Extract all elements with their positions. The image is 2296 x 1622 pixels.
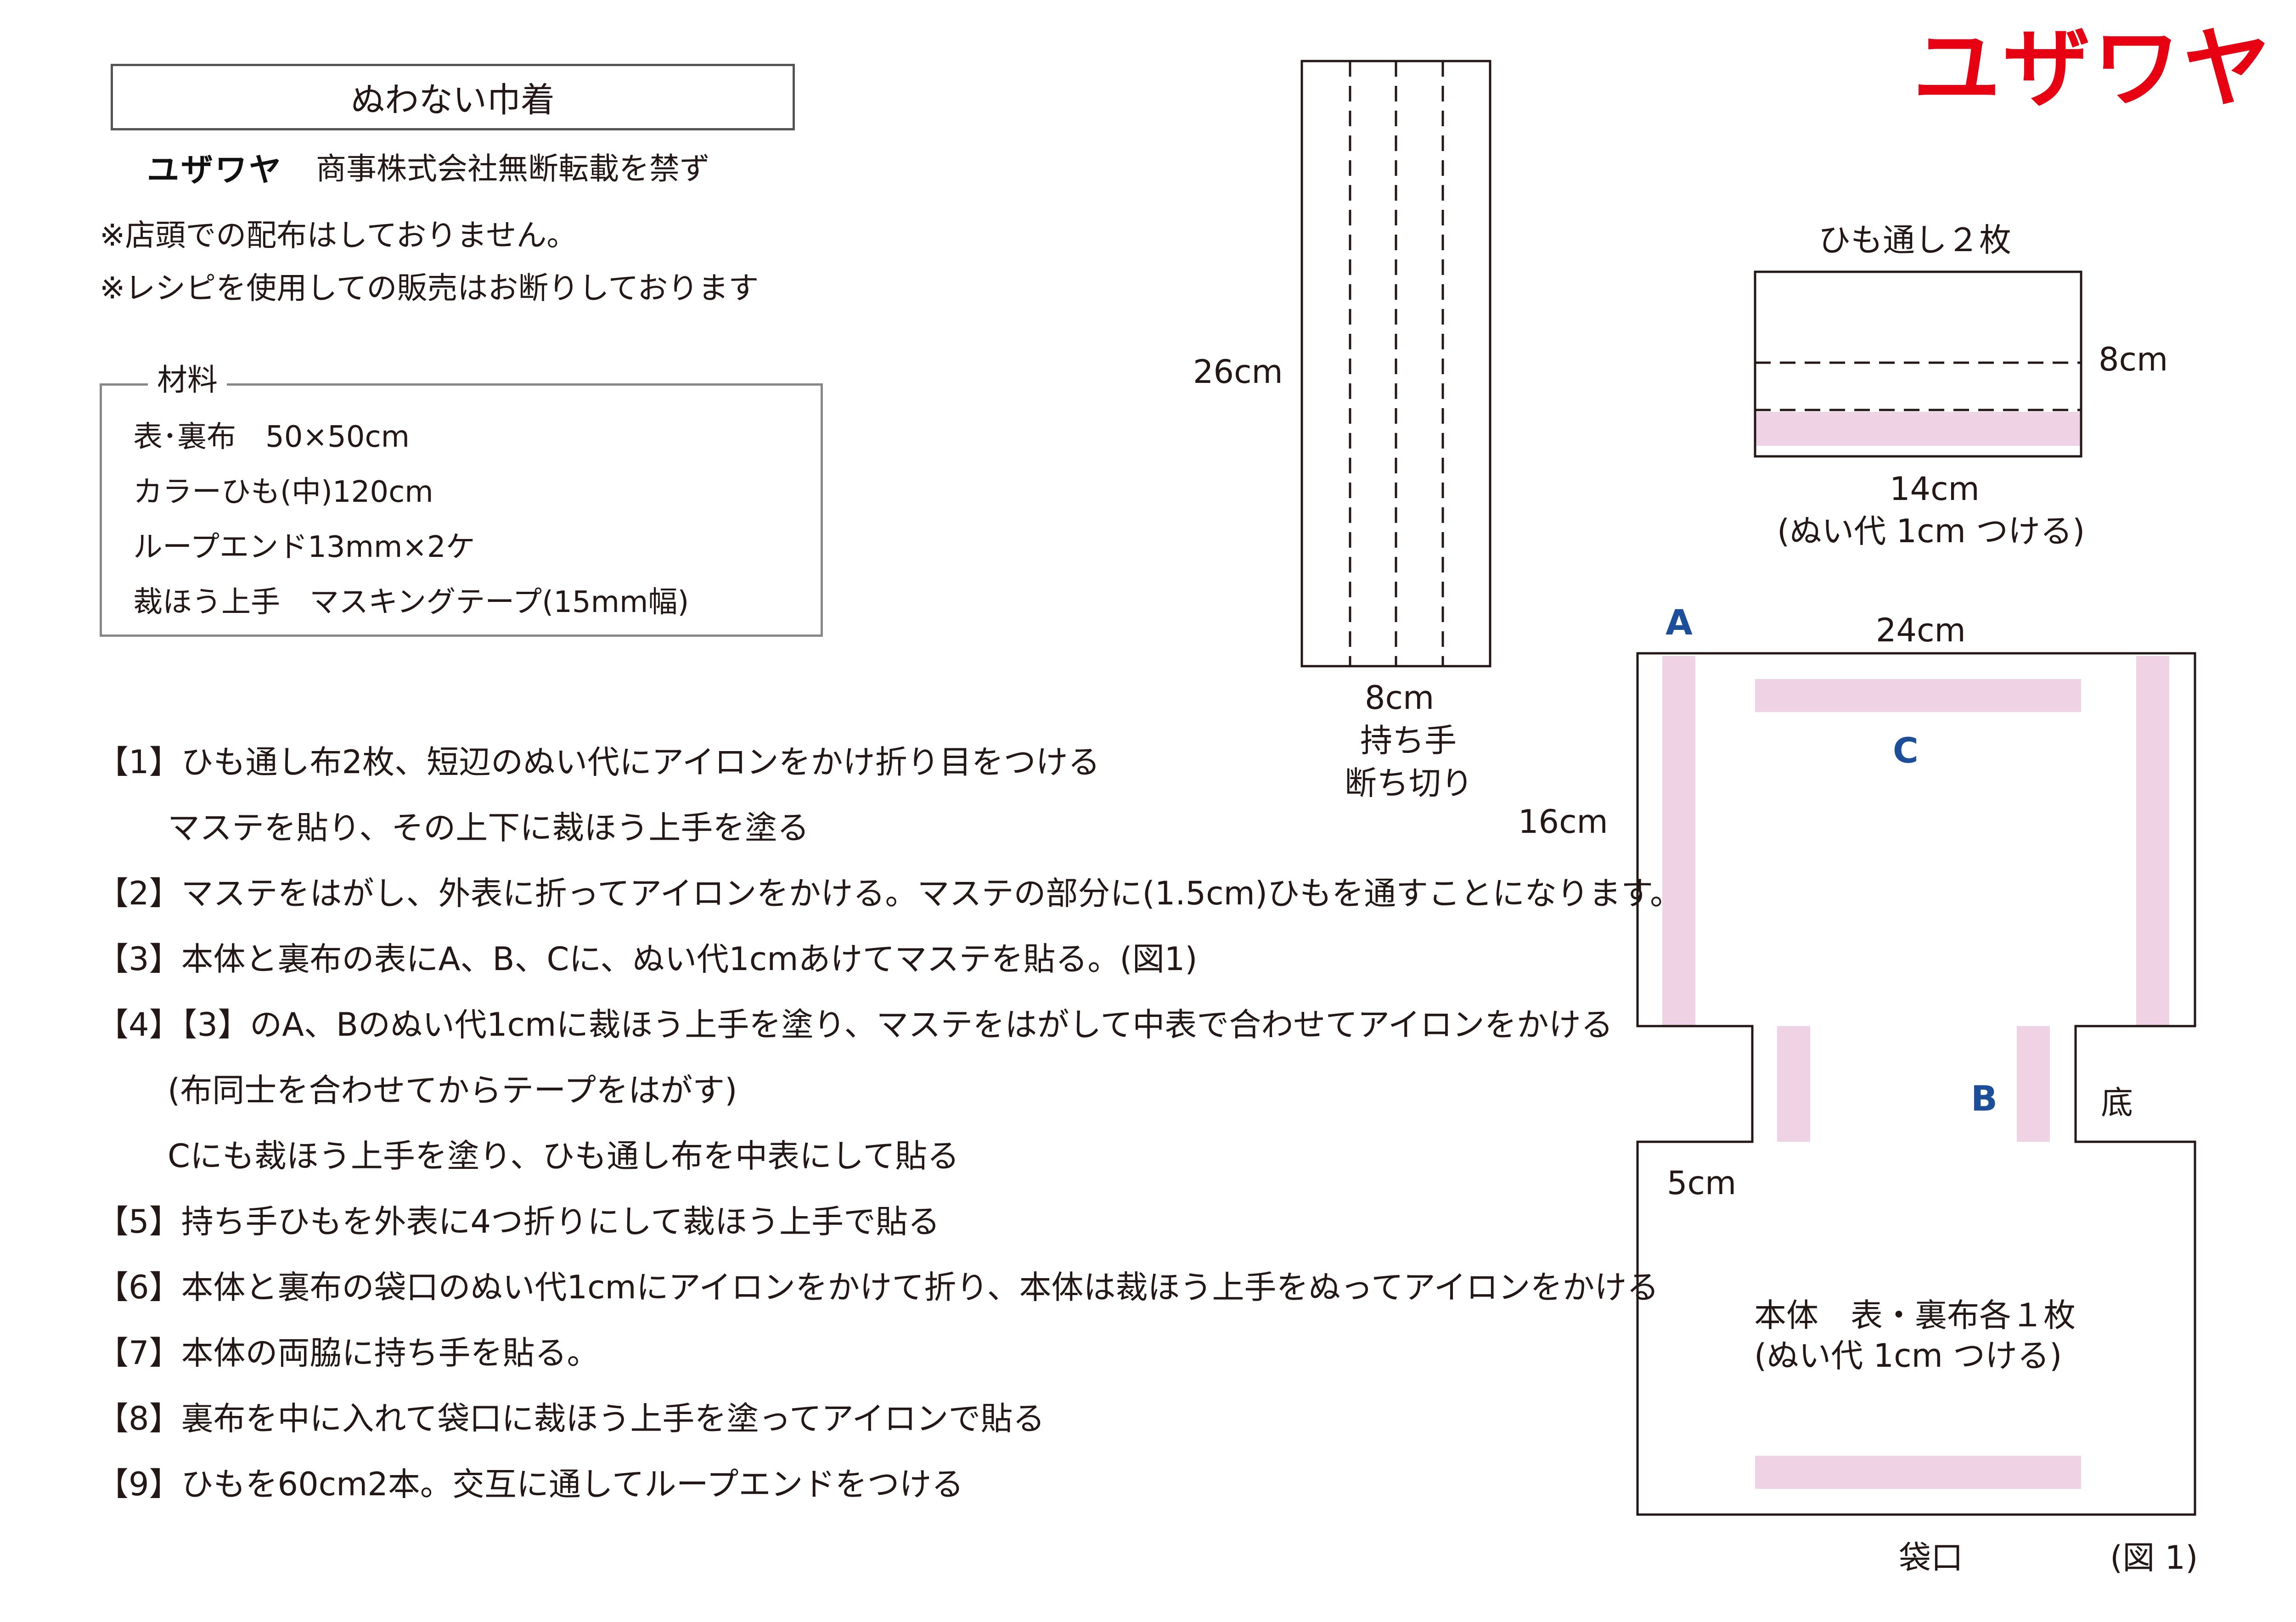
casing-note: (ぬい代 1cm つける): [1777, 512, 2085, 550]
step-1: 【1】ひも通し布2枚、短辺のぬい代にアイロンをかけ折り目をつける: [96, 743, 1100, 781]
body-pattern: [1636, 652, 2196, 1516]
page-title: ぬわない巾着: [111, 64, 795, 130]
body-top-width-label: 24cm: [1876, 612, 1966, 649]
body-name: 本体 表・裏布各１枚: [1754, 1296, 2076, 1334]
brand-logo-small: ユザワヤ: [147, 151, 283, 189]
step-1-cont: マステを貼り、その上下に裁ほう上手を塗る: [168, 809, 810, 847]
brand-logo: ユザワヤ: [1913, 18, 2273, 119]
notice-line-1: ※店頭での配布はしておりません。: [100, 218, 577, 253]
casing-height-label: 8cm: [2099, 341, 2168, 378]
material-item: 裁ほう上手 マスキングテープ(15mm幅): [133, 585, 689, 619]
materials-heading: 材料: [148, 365, 227, 395]
casing-title: ひも通し２枚: [1818, 221, 2011, 259]
casing-pattern: [1754, 270, 2082, 458]
label-a: A: [1666, 602, 1693, 643]
step-2: 【2】マステをはがし、外表に折ってアイロンをかける。マステの部分に(1.5cm)…: [96, 875, 1683, 912]
casing-width-label: 14cm: [1890, 470, 1980, 508]
material-item: カラーひも(中)120cm: [133, 475, 433, 509]
step-9: 【9】ひもを60cm2本。交互に通してループエンドをつける: [96, 1465, 964, 1503]
body-note: (ぬい代 1cm つける): [1754, 1337, 2062, 1375]
materials-box: [100, 383, 823, 637]
handle-width-label: 8cm: [1365, 679, 1435, 717]
handle-height-label: 26cm: [1193, 353, 1283, 391]
tape-c-top: [1755, 679, 2081, 712]
step-4-cont: Cにも裁ほう上手を塗り、ひも通し布を中表にして貼る: [168, 1137, 959, 1175]
material-item: 表･裏布 50×50cm: [133, 420, 410, 454]
figure-label: (図 1): [2110, 1539, 2198, 1577]
opening-label: 袋口: [1899, 1539, 1963, 1577]
material-item: ループエンド13mm×2ケ: [133, 530, 475, 564]
tape-b-left: [1777, 1026, 1810, 1142]
step-5: 【5】持ち手ひもを外表に4つ折りにして裁ほう上手で貼る: [96, 1203, 940, 1240]
tape-b-right: [2017, 1026, 2050, 1142]
step-7: 【7】本体の両脇に持ち手を貼る。: [96, 1334, 599, 1372]
step-3: 【3】本体と裏布の表にA、B、Cに、ぬい代1cmあけてマステを貼る。(図1): [96, 940, 1198, 978]
step-8: 【8】裏布を中に入れて袋口に裁ほう上手を塗ってアイロンで貼る: [96, 1400, 1045, 1437]
bottom-label: 底: [2101, 1084, 2133, 1122]
casing-tape-area: [1755, 412, 2081, 446]
copyright-notice: 商事株式会社無断転載を禁ず: [316, 151, 710, 186]
tape-opening: [1755, 1456, 2081, 1489]
body-side-height-label: 16cm: [1518, 803, 1608, 841]
tape-a-left: [1662, 656, 1695, 1026]
step-6: 【6】本体と裏布の袋口のぬい代1cmにアイロンをかけて折り、本体は裁ほう上手をぬ…: [96, 1268, 1659, 1306]
step-4-cont: (布同士を合わせてからテープをはがす): [168, 1072, 737, 1109]
notice-line-2: ※レシピを使用しての販売はお断りしております: [100, 270, 759, 306]
label-b: B: [1971, 1078, 1998, 1119]
handle-name: 持ち手: [1360, 722, 1457, 759]
tape-a-right: [2136, 656, 2169, 1026]
handle-note: 断ち切り: [1345, 764, 1473, 802]
label-c: C: [1893, 730, 1919, 771]
notch-label: 5cm: [1667, 1164, 1737, 1202]
step-4: 【4】【3】のA、Bのぬい代1cmに裁ほう上手を塗り、マステをはがして中表で合わ…: [96, 1006, 1613, 1044]
